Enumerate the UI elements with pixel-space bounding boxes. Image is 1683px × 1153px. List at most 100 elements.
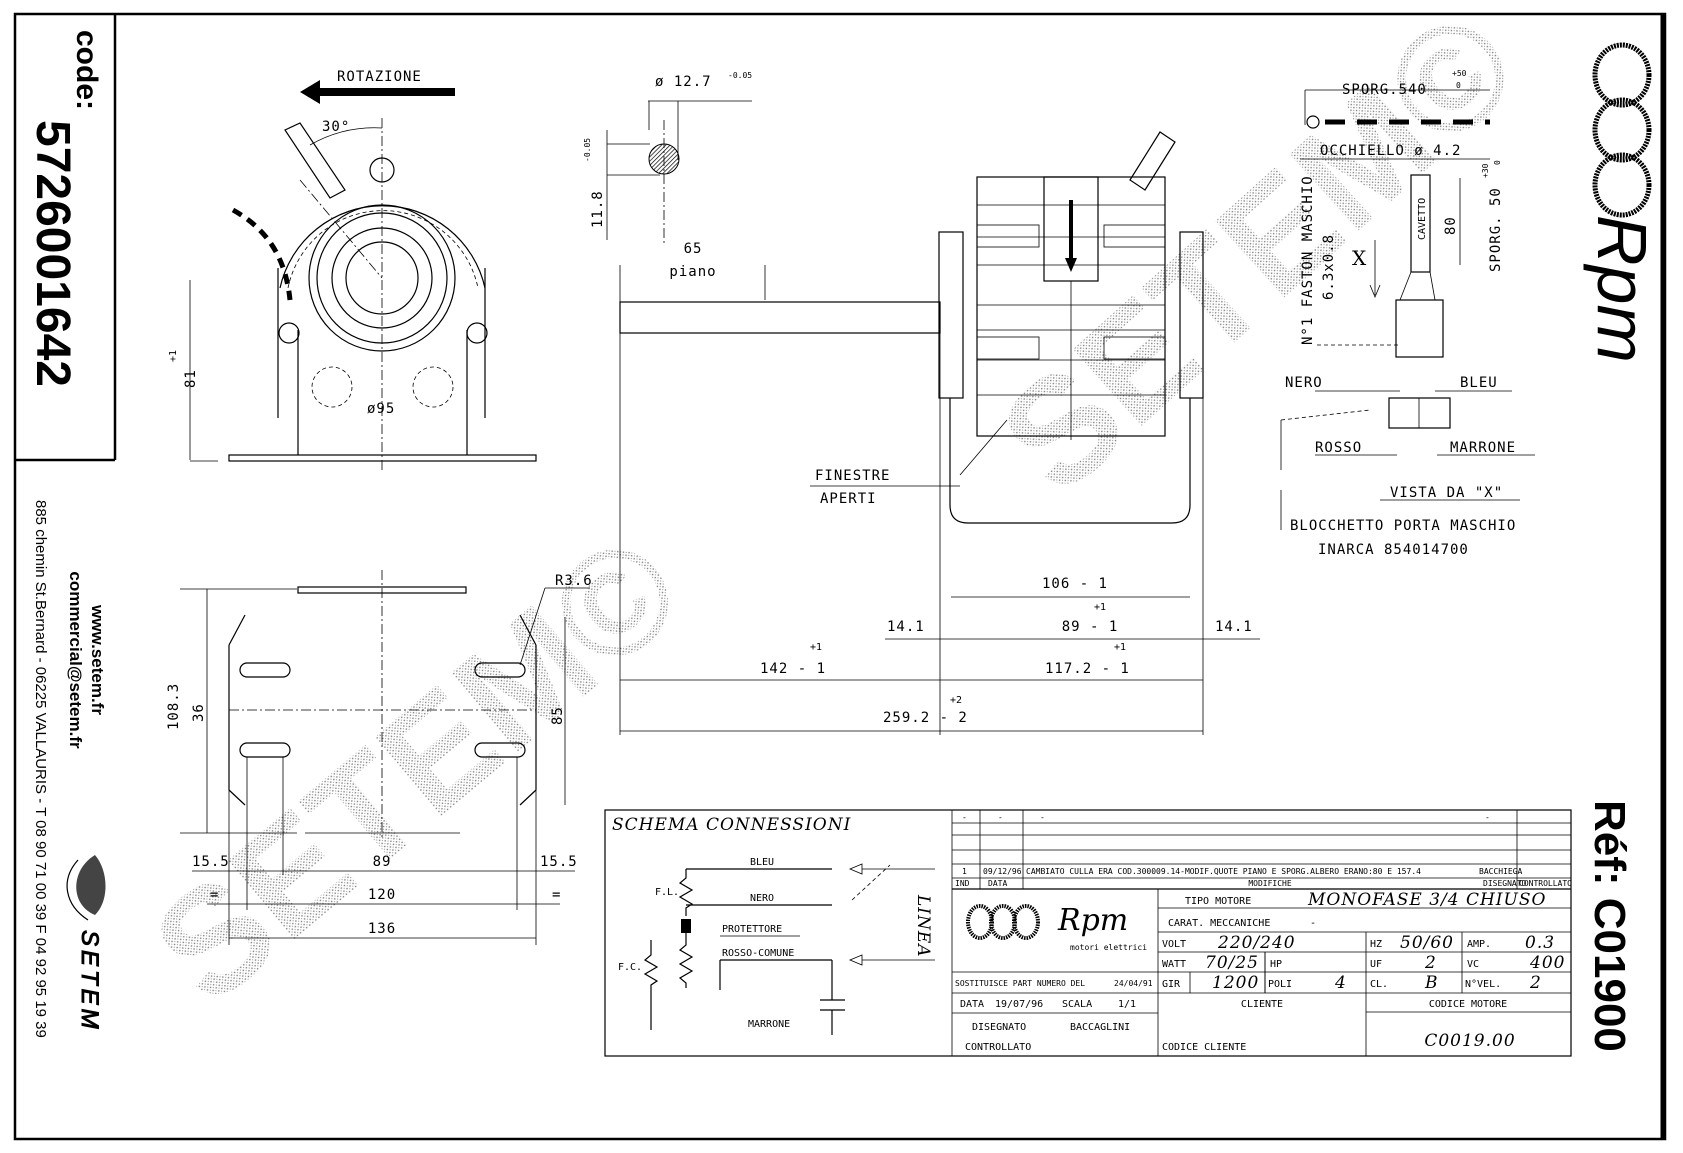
sporg-50-tol-down: 0 <box>1493 160 1502 165</box>
dim-136: 136 <box>368 921 396 937</box>
motor-code-label: CODICE MOTORE <box>1429 999 1507 1010</box>
header-ind: IND <box>955 879 970 888</box>
line-arrow-icons <box>848 863 863 966</box>
header-checked: CONTROLLATO <box>1519 879 1572 888</box>
reference-number: Réf: C01900 <box>1585 800 1634 1052</box>
rpm-value: 1200 <box>1212 973 1259 993</box>
title-logo: Rpm <box>1057 903 1128 938</box>
rev-dash: - <box>962 813 967 822</box>
header-date: DATA <box>988 879 1007 888</box>
cable-label: CAVETTO <box>1417 198 1428 240</box>
shaft-section: ø 12.7 -0.05 11.8 -0.05 <box>583 71 752 245</box>
faston-label: N°1 FASTON MASCHIO <box>1300 175 1316 345</box>
left-panel: code: 5726001642 www.setem.fr commercial… <box>26 30 107 1038</box>
block-part-number: INARCA 854014700 <box>1318 542 1469 558</box>
dim-106-tol: +1 <box>1094 602 1106 613</box>
schema-and-title-block: SCHEMA CONNESSIONI BLEU F.L. NERO PROTET… <box>604 809 1572 1057</box>
website: www.setem.fr <box>88 604 107 715</box>
date-value: 19/07/96 <box>995 999 1043 1010</box>
motor-type-label: TIPO MOTORE <box>1185 896 1251 907</box>
schema-fc: F.C. <box>618 962 642 973</box>
shaft-diameter: ø 12.7 <box>655 74 712 90</box>
rotation-label: ROTAZIONE <box>337 69 422 85</box>
watt-label: WATT <box>1162 959 1186 970</box>
poles-value: 4 <box>1334 973 1347 993</box>
schema-title: SCHEMA CONNESSIONI <box>612 815 851 835</box>
schema-nero: NERO <box>750 893 774 904</box>
dim-80: 80 <box>1443 216 1459 235</box>
uf-label: UF <box>1370 959 1382 970</box>
rev-change: CAMBIATO CULLA ERA COD.300009.14-MODIF.Q… <box>1026 867 1421 876</box>
dim-89: 89 - 1 <box>1062 619 1119 635</box>
dim-259: 259.2 - 2 <box>883 710 968 726</box>
rev-ind: 1 <box>962 867 967 876</box>
dim-15-right: 15.5 <box>540 854 578 870</box>
hz-label: HZ <box>1370 939 1382 950</box>
equal-right: = <box>552 887 561 903</box>
faston-size: 6.3x0.8 <box>1321 234 1337 300</box>
resistor-icon-2 <box>678 933 694 988</box>
class-value: B <box>1424 973 1439 993</box>
schema-rosso-comune: ROSSO-COMUNE <box>722 948 794 959</box>
client-label: CLIENTE <box>1241 999 1283 1010</box>
schema-fl: F.L. <box>655 887 679 898</box>
address: 885 chemin St.Bernard - 06225 VALLAURIS … <box>32 500 49 1038</box>
watermark-left: SETEM© <box>123 503 711 1035</box>
rpm-logo-icon <box>1592 42 1652 218</box>
bottom-view: 108.3 36 85 R3.6 15.5 89 15.5 = 120 = 13… <box>166 570 593 945</box>
code-label: code: <box>70 30 103 110</box>
vc-value: 400 <box>1529 953 1565 973</box>
mech-value: - <box>1310 918 1316 929</box>
header-drawn: DISEGNATO <box>1483 879 1527 888</box>
sporg-50-tol: +30 <box>1481 163 1490 178</box>
email: commercial@setem.fr <box>66 571 85 749</box>
dim-36: 36 <box>191 703 207 722</box>
block-label: BLOCCHETTO PORTA MASCHIO <box>1290 518 1516 534</box>
wire-nero: NERO <box>1285 375 1323 391</box>
dim-142: 142 - 1 <box>760 661 826 677</box>
date-label: DATA <box>960 999 984 1010</box>
dim-85: 85 <box>550 706 566 725</box>
sporg-540-tol-down: 0 <box>1456 81 1461 90</box>
right-panel: Rpm Réf: C01900 <box>1583 42 1661 1052</box>
wire-rosso: ROSSO <box>1315 440 1362 456</box>
rev-dash: - <box>1485 813 1490 822</box>
setem-logo-icon <box>66 855 106 921</box>
diameter-label: ø95 <box>367 401 395 417</box>
schema-marrone: MARRONE <box>748 1019 790 1030</box>
view-x-mark: X <box>1352 246 1367 270</box>
dim-106: 106 - 1 <box>1042 576 1108 592</box>
side-view: 65 piano FINESTRE APERTI 10 <box>619 131 1260 735</box>
drawn-value: BACCAGLINI <box>1070 1022 1130 1033</box>
replaces-label: SOSTITUISCE PART NUMERO DEL <box>955 979 1085 988</box>
sporg-50: SPORG. 50 <box>1488 187 1504 272</box>
rev-drawn: BACCHIEGA <box>1479 867 1523 876</box>
hz-value: 50/60 <box>1400 933 1454 953</box>
shaft-flat: 11.8 <box>590 190 606 228</box>
windows-label-2: APERTI <box>820 491 877 507</box>
view-arrow-icon <box>1369 284 1381 299</box>
checked-label: CONTROLLATO <box>965 1042 1031 1053</box>
connector-detail: SPORG.540 +50 0 OCCHIELLO ø 4.2 CAVETTO … <box>1280 69 1535 558</box>
windows-label: FINESTRE <box>815 468 890 484</box>
drawn-label: DISEGNATO <box>972 1022 1026 1033</box>
scale-label: SCALA <box>1062 999 1092 1010</box>
rev-date: 09/12/96 <box>983 867 1022 876</box>
rev-dash: - <box>1040 813 1045 822</box>
uf-value: 2 <box>1424 953 1437 973</box>
radius-label: R3.6 <box>555 573 593 589</box>
watt-value: 70/25 <box>1205 953 1259 973</box>
replaces-date: 24/04/91 <box>1114 979 1153 988</box>
equal-left: = <box>210 887 219 903</box>
hp-label: HP <box>1270 959 1282 970</box>
volt-label: VOLT <box>1162 939 1186 950</box>
dim-14-right: 14.1 <box>1215 619 1253 635</box>
wire-bleu: BLEU <box>1460 375 1498 391</box>
front-view: ROTAZIONE 30° ø95 81 +1 <box>168 69 537 470</box>
shaft-diameter-tolerance: -0.05 <box>728 71 752 80</box>
dim-117: 117.2 - 1 <box>1045 661 1130 677</box>
shaft-flat-tolerance: -0.05 <box>583 138 592 162</box>
view-label: VISTA DA "X" <box>1390 485 1503 501</box>
schema-bleu: BLEU <box>750 857 774 868</box>
